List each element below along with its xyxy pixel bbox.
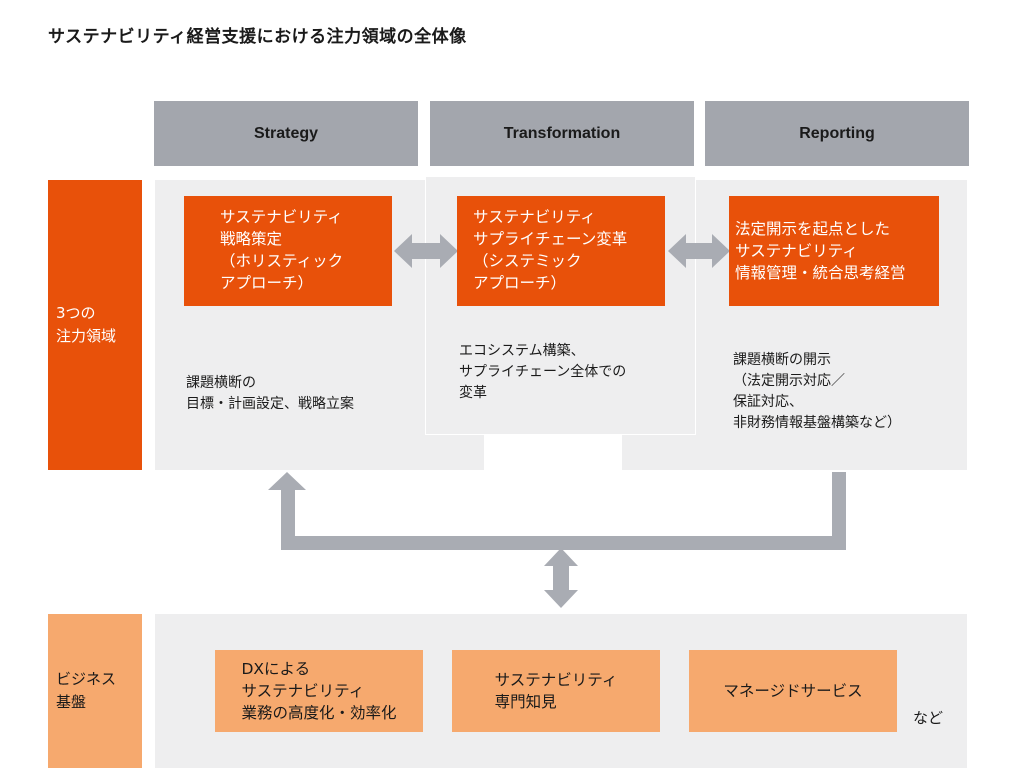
- etc-label: など: [913, 709, 944, 727]
- business-foundation-label: ビジネス 基盤: [48, 614, 142, 768]
- business-box-expertise: サステナビリティ 専門知見: [452, 650, 660, 732]
- transformation-description: エコシステム構築、 サプライチェーン全体での 変革: [459, 343, 627, 401]
- column-header-transformation: Transformation: [430, 101, 694, 166]
- double-arrow-vertical: [544, 548, 578, 608]
- strategy-description: 課題横断の 目標・計画設定、戦略立案: [186, 375, 354, 412]
- focus-box-strategy: サステナビリティ 戦略策定 （ホリスティック アプローチ）: [184, 196, 392, 306]
- page-title: サステナビリティ経営支援における注力領域の全体像: [48, 27, 467, 47]
- feedback-loop-arrow: [268, 472, 846, 550]
- business-box-managed-services: マネージドサービス: [689, 650, 897, 732]
- column-header-strategy: Strategy: [154, 101, 418, 166]
- focus-box-reporting: 法定開示を起点とした サステナビリティ 情報管理・統合思考経営: [729, 196, 939, 306]
- reporting-description: 課題横断の開示 （法定開示対応／ 保証対応、 非財務情報基盤構築など）: [733, 352, 901, 431]
- focus-box-transformation: サステナビリティ サプライチェーン変革 （システミック アプローチ）: [457, 196, 665, 306]
- business-box-dx: DXによる サステナビリティ 業務の高度化・効率化: [215, 650, 423, 732]
- column-header-reporting: Reporting: [705, 101, 969, 166]
- focus-areas-label: 3つの 注力領域: [48, 180, 142, 470]
